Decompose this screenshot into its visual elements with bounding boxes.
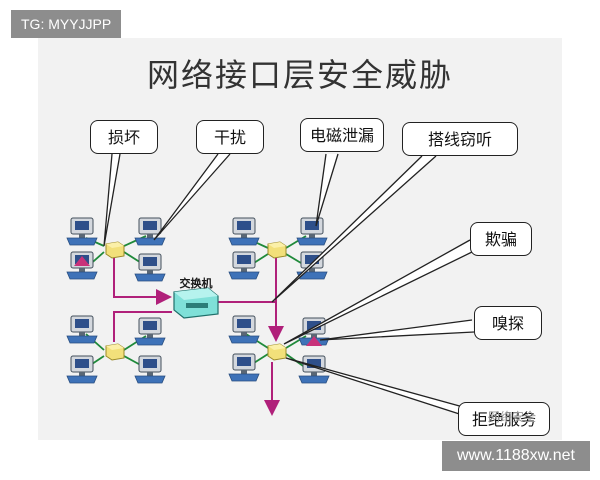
- callout-sniffing: 嗅探: [474, 306, 542, 340]
- computer-icon: [228, 251, 260, 280]
- callout-pointers: [103, 153, 479, 421]
- computer-icon: [66, 217, 98, 246]
- diagram-title: 网络接口层安全威胁: [146, 56, 453, 94]
- callout-interference: 干扰: [196, 120, 264, 154]
- hub-bottom-left-icon: [105, 343, 125, 361]
- backbone-links: [113, 256, 284, 342]
- attacker-marker-icon: [306, 336, 322, 346]
- computer-icon: [228, 315, 260, 344]
- callout-em-leakage: 电磁泄漏: [300, 118, 384, 152]
- computer-icon: [66, 315, 98, 344]
- faint-watermark: 网络安全: [488, 410, 537, 424]
- callout-wiretapping: 搭线窃听: [402, 122, 518, 156]
- switch-icon: [173, 287, 219, 319]
- callout-spoofing: 欺骗: [470, 222, 532, 256]
- computer-icon: [228, 217, 260, 246]
- attacker-marker-icon: [74, 256, 90, 266]
- hub-bottom-right-icon: [267, 343, 287, 361]
- computer-icon: [134, 317, 166, 346]
- hub-top-left-icon: [105, 241, 125, 259]
- computer-icon: [66, 355, 98, 384]
- computer-icon: [134, 355, 166, 384]
- switch-label: 交换机: [180, 276, 213, 290]
- watermark-tag: TG: MYYJJPP: [11, 10, 122, 38]
- callout-denial-of-service: 拒绝服务: [458, 402, 550, 436]
- site-watermark: www.1188xw.net: [442, 441, 590, 471]
- computer-icon: [134, 253, 166, 282]
- hub-top-right-icon: [267, 241, 287, 259]
- callout-damage: 损坏: [90, 120, 158, 154]
- computer-icon: [296, 217, 328, 246]
- computer-icon: [228, 353, 260, 382]
